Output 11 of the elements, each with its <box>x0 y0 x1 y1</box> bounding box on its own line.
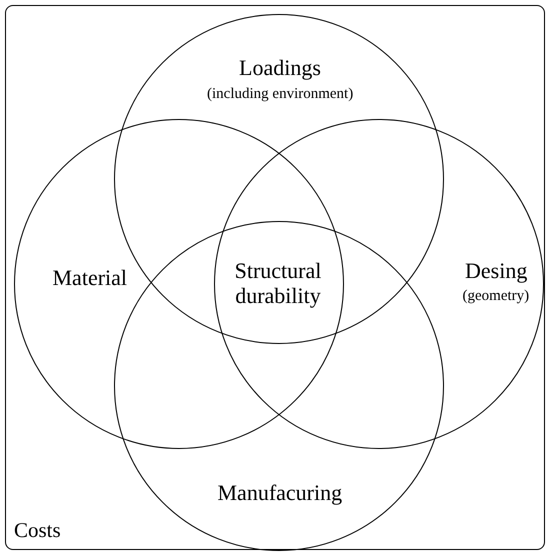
region-label: Loadings <box>239 54 321 80</box>
region-label: (geometry) <box>462 288 530 305</box>
frame-box <box>5 5 545 550</box>
region-label: Manufacuring <box>218 480 342 505</box>
center-label: Structural durability <box>234 258 322 308</box>
venn-circle <box>14 119 344 449</box>
region-label: Desing <box>465 258 528 283</box>
venn-circle <box>214 119 544 449</box>
region-label: Costs <box>14 518 61 542</box>
region-label: (including environment) <box>207 86 354 103</box>
region-label: Material <box>52 264 128 290</box>
